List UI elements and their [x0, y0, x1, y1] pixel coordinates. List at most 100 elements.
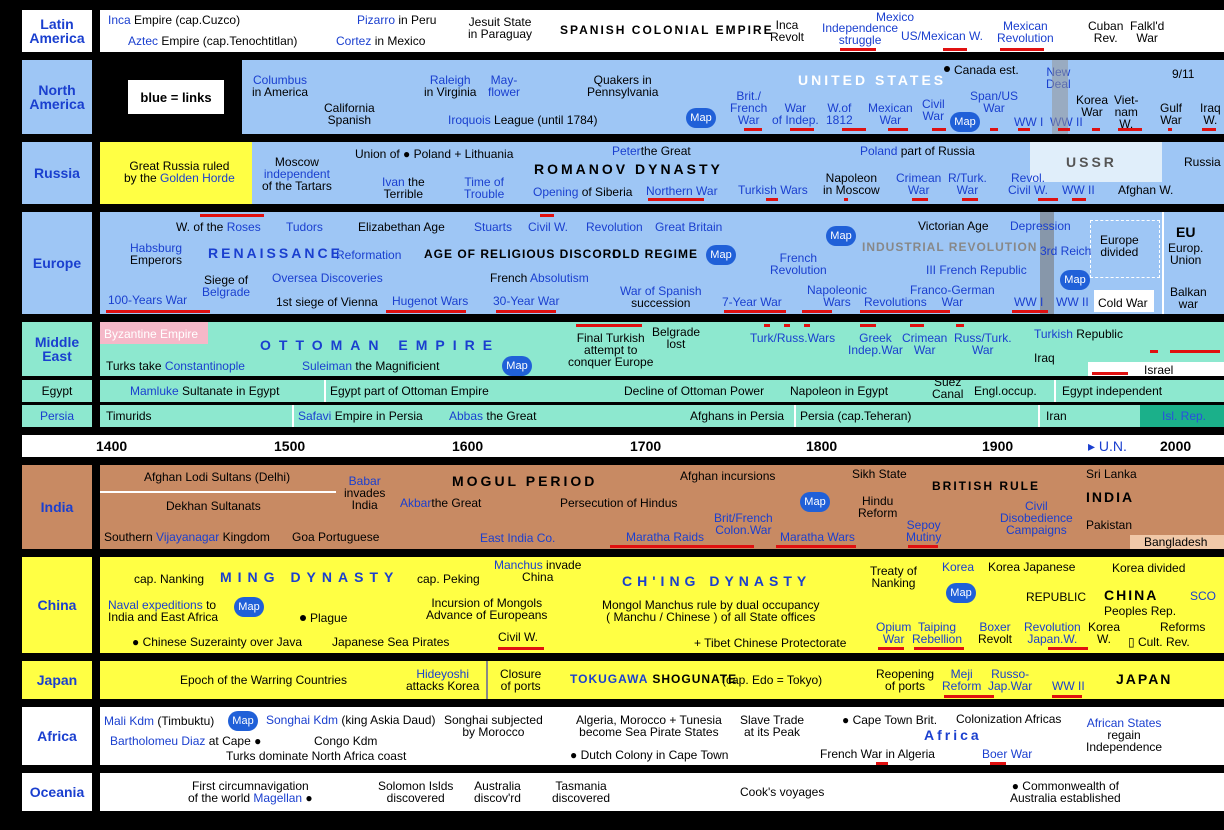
link-crimean-war-middle[interactable]: Crimean War — [902, 331, 948, 357]
link-africa[interactable]: Africa — [924, 727, 982, 743]
link-sco[interactable]: SCO — [1190, 589, 1217, 603]
link-boer-war[interactable]: War — [1010, 747, 1033, 761]
map-button-europe-1[interactable]: Map — [706, 245, 736, 265]
link-taiping-rebellion[interactable]: Taiping Rebellion — [912, 620, 963, 646]
link-african-states[interactable]: African States — [1086, 716, 1162, 730]
map-button-north-america[interactable]: Map — [686, 108, 716, 128]
link-thirty-years-war[interactable]: 30-Year War — [493, 294, 560, 308]
link-turkish-republic[interactable]: Turkish — [1034, 327, 1073, 341]
link-boer[interactable]: Boer — [982, 747, 1008, 761]
link-stuarts[interactable]: Stuarts — [474, 220, 513, 234]
link-spanish-succession[interactable]: War of Spanish — [620, 284, 702, 298]
link-discoveries[interactable]: Discoveries — [320, 271, 383, 285]
link-third-reich[interactable]: 3rd Reich — [1040, 244, 1092, 258]
link-columbus[interactable]: Columbus — [253, 73, 308, 87]
link-mayflower[interactable]: May- flower — [488, 73, 521, 99]
link-mexican-revolution[interactable]: Mexican Revolution — [997, 19, 1054, 45]
link-roses[interactable]: Roses — [226, 220, 261, 234]
link-korea[interactable]: Korea — [942, 560, 975, 574]
link-inca[interactable]: Inca — [108, 13, 131, 27]
link-revolutions[interactable]: Revolutions — [864, 295, 927, 309]
link-sepoy-mutiny[interactable]: Sepoy Mutiny — [906, 518, 942, 544]
link-abbas[interactable]: Abbas — [449, 409, 484, 423]
link-magellan[interactable]: Magellan — [253, 791, 303, 805]
link-opening-siberia[interactable]: Opening — [533, 185, 579, 199]
link-oversea[interactable]: Oversea — [272, 271, 318, 285]
link-east-india-co[interactable]: East India Co. — [480, 531, 556, 545]
link-maratha-raids[interactable]: Maratha Raids — [626, 530, 705, 544]
link-russ-turk-war[interactable]: Russ/Turk. War — [954, 331, 1012, 357]
link-great-britain[interactable]: Great Britain — [655, 220, 723, 234]
link-poland[interactable]: Poland — [860, 144, 898, 158]
link-mexico[interactable]: Mexico — [876, 10, 915, 24]
link-seven-years-war[interactable]: 7-Year War — [722, 295, 782, 309]
link-habsburg[interactable]: Habsburg — [130, 241, 183, 255]
link-turk-russ-wars[interactable]: Turk/Russ.Wars — [750, 331, 836, 345]
map-button-china-2[interactable]: Map — [946, 583, 976, 603]
link-civil-war-uk[interactable]: Civil W. — [528, 220, 568, 234]
link-hundred-years-war[interactable]: 100-Years War — [108, 293, 188, 307]
map-button-africa[interactable]: Map — [228, 711, 258, 731]
link-third-republic[interactable]: III French Republic — [926, 263, 1027, 277]
link-ww2-russia[interactable]: WW II — [1062, 183, 1095, 197]
link-ww1-us[interactable]: WW I — [1014, 115, 1044, 129]
link-ming-dynasty[interactable]: MING DYNASTY — [220, 569, 400, 585]
link-ww2-japan[interactable]: WW II — [1052, 679, 1085, 693]
link-russo-turkish-war[interactable]: R/Turk. War — [948, 171, 987, 197]
link-huguenot-wars[interactable]: Hugenot Wars — [392, 294, 469, 308]
map-button-usa[interactable]: Map — [950, 112, 980, 132]
link-crimean-war-russia[interactable]: Crimean War — [896, 171, 942, 197]
link-peter[interactable]: Peter — [612, 144, 641, 158]
link-revolution-civil-war[interactable]: Revol. Civil W. — [1008, 171, 1048, 197]
link-tokugawa[interactable]: TOKUGAWA — [570, 672, 649, 686]
link-maratha-wars[interactable]: Maratha Wars — [780, 530, 855, 544]
link-brit-french-colonial-war[interactable]: Brit/French Colon.War — [714, 511, 773, 537]
link-manchus[interactable]: Manchus — [494, 558, 543, 572]
link-moscow-independent[interactable]: independent — [263, 167, 330, 181]
map-button-europe-2[interactable]: Map — [826, 226, 856, 246]
link-songhai[interactable]: Songhai Kdm — [266, 713, 339, 727]
map-button-europe-3[interactable]: Map — [1060, 270, 1090, 290]
link-reformation[interactable]: Reformation — [336, 248, 402, 262]
link-french-revolution[interactable]: French Revolution — [770, 251, 827, 277]
link-belgrade[interactable]: Belgrade — [202, 285, 251, 299]
link-opium-war[interactable]: Opium War — [876, 620, 912, 646]
link-aztec[interactable]: Aztec — [128, 34, 159, 48]
link-ottoman-empire[interactable]: OTTOMAN EMPIRE — [260, 337, 501, 353]
map-button-middle-east[interactable]: Map — [502, 356, 532, 376]
link-babar[interactable]: Babar — [348, 474, 381, 488]
link-civil-disobedience[interactable]: Civil Disobedience Campaigns — [1000, 499, 1073, 537]
link-akbar[interactable]: Akbar — [400, 496, 432, 510]
link-ivan[interactable]: Ivan — [382, 175, 405, 189]
link-naval-expeditions[interactable]: Naval expeditions — [108, 598, 203, 612]
map-button-china-1[interactable]: Map — [234, 597, 264, 617]
link-civil-war[interactable]: Civil War — [922, 97, 945, 123]
link-war-independence[interactable]: War of Indep. — [772, 101, 819, 127]
link-franco-german-war[interactable]: Franco-German War — [910, 283, 995, 309]
link-byzantine[interactable]: Byzantine Empire — [104, 327, 199, 341]
link-islamic-republic[interactable]: Isl. Rep. — [1162, 409, 1207, 423]
link-suleiman[interactable]: Suleiman — [302, 359, 353, 373]
link-un[interactable]: ▸ U.N. — [1088, 438, 1127, 454]
link-mamluke[interactable]: Mamluke — [130, 384, 179, 398]
link-ww1-europe[interactable]: WW I — [1014, 295, 1044, 309]
link-iroquois[interactable]: Iroquois — [448, 113, 491, 127]
link-pizarro[interactable]: Pizarro — [357, 13, 396, 27]
link-us-mexican-war[interactable]: US/Mexican W. — [901, 29, 984, 43]
link-span-us-war[interactable]: Span/US War — [970, 89, 1019, 115]
link-independence[interactable]: Independence struggle — [822, 21, 899, 47]
link-safavi[interactable]: Safavi — [298, 409, 332, 423]
link-northern-war[interactable]: Northern War — [646, 184, 718, 198]
map-button-india[interactable]: Map — [800, 492, 830, 512]
link-tudors[interactable]: Tudors — [286, 220, 323, 234]
link-meiji-reform[interactable]: Meji Reform — [942, 667, 982, 693]
link-ww2-europe[interactable]: WW II — [1056, 295, 1089, 309]
link-golden-horde[interactable]: Golden Horde — [160, 171, 235, 185]
link-brit-french-war[interactable]: Brit./ French War — [730, 89, 768, 127]
link-greek-independence[interactable]: Greek Indep.War — [848, 331, 903, 357]
link-absolutism[interactable]: Absolutism — [530, 271, 589, 285]
link-vijayanagar[interactable]: Vijayanagar — [156, 530, 220, 544]
link-diaz[interactable]: Bartholomeu Diaz — [110, 734, 206, 748]
link-revolution-uk[interactable]: Revolution — [586, 220, 643, 234]
